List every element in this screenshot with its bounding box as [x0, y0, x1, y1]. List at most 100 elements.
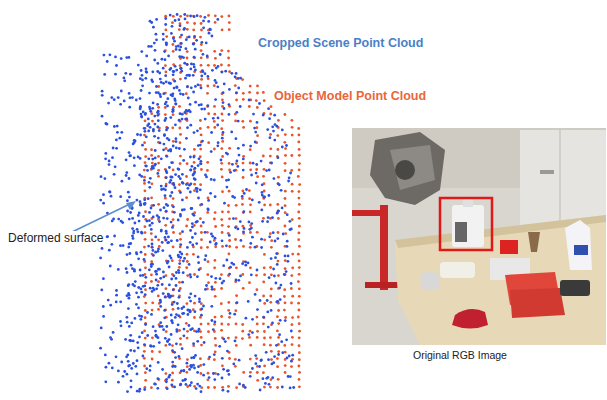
- cloud-point: [284, 259, 287, 262]
- cloud-point: [263, 386, 266, 389]
- cloud-point: [156, 284, 159, 287]
- cloud-point: [151, 301, 154, 304]
- cloud-point: [145, 70, 148, 73]
- cloud-point: [154, 123, 157, 126]
- cloud-point: [249, 246, 252, 249]
- cloud-point: [180, 55, 183, 58]
- cloud-point: [278, 286, 281, 289]
- cloud-point: [206, 85, 209, 88]
- cloud-point: [144, 231, 147, 234]
- cloud-point: [139, 204, 142, 207]
- cloud-point: [207, 386, 210, 389]
- cloud-point: [186, 218, 189, 221]
- cloud-point: [197, 164, 200, 167]
- cloud-point: [183, 328, 186, 331]
- cloud-point: [273, 139, 276, 142]
- cloud-point: [156, 387, 159, 390]
- cloud-point: [171, 161, 174, 164]
- cloud-point: [168, 284, 171, 287]
- cloud-point: [213, 266, 216, 269]
- cloud-point: [172, 288, 175, 291]
- cloud-point: [273, 114, 276, 117]
- cloud-point: [99, 257, 102, 260]
- cloud-point: [207, 141, 210, 144]
- cloud-point: [241, 273, 244, 276]
- cloud-point: [202, 26, 205, 29]
- cloud-point: [144, 210, 147, 213]
- cloud-point: [214, 237, 217, 240]
- cloud-point: [103, 73, 106, 76]
- cloud-point: [99, 347, 102, 350]
- cloud-point: [130, 379, 133, 382]
- cloud-point: [168, 181, 171, 184]
- cloud-point: [170, 239, 173, 242]
- cloud-point: [287, 255, 290, 258]
- cloud-point: [164, 17, 167, 20]
- cloud-point: [175, 328, 178, 331]
- cloud-point: [283, 273, 286, 276]
- cloud-point: [109, 304, 112, 307]
- cloud-point: [280, 340, 283, 343]
- cloud-point: [186, 253, 189, 256]
- cloud-point: [161, 58, 164, 61]
- cloud-point: [178, 262, 181, 265]
- cloud-point: [164, 197, 167, 200]
- cloud-point: [164, 113, 167, 116]
- cloud-point: [214, 344, 217, 347]
- cloud-point: [179, 259, 182, 262]
- cloud-point: [261, 220, 264, 223]
- cloud-point: [129, 334, 132, 337]
- cloud-point: [157, 203, 160, 206]
- cloud-point: [286, 357, 289, 360]
- cloud-point: [126, 321, 129, 324]
- cloud-point: [151, 238, 154, 241]
- cloud-point: [248, 281, 251, 284]
- cloud-point: [194, 69, 197, 72]
- cloud-point: [140, 231, 143, 234]
- cloud-point: [192, 342, 195, 345]
- cloud-point: [208, 32, 211, 35]
- cloud-point: [213, 64, 216, 67]
- cloud-point: [242, 384, 245, 387]
- cloud-point: [283, 141, 286, 144]
- cloud-point: [251, 236, 254, 239]
- cloud-point: [150, 386, 153, 389]
- cloud-point: [143, 169, 146, 172]
- cloud-point: [150, 345, 153, 348]
- cloud-point: [150, 148, 153, 151]
- cloud-point: [214, 281, 217, 284]
- cloud-point: [169, 255, 172, 258]
- cloud-point: [112, 218, 115, 221]
- cloud-point: [162, 328, 165, 331]
- cloud-point: [169, 67, 172, 70]
- cloud-point: [144, 161, 147, 164]
- cloud-point: [179, 238, 182, 241]
- cloud-point: [242, 190, 245, 193]
- cloud-point: [139, 77, 142, 80]
- cloud-point: [101, 115, 104, 118]
- cloud-point: [144, 281, 147, 284]
- cloud-point: [120, 361, 123, 364]
- cloud-point: [290, 365, 293, 368]
- cloud-point: [129, 349, 132, 352]
- cloud-point: [200, 56, 203, 59]
- cloud-point: [256, 288, 259, 291]
- cloud-point: [220, 147, 223, 150]
- cloud-point: [268, 276, 271, 279]
- cloud-point: [145, 367, 148, 370]
- cloud-point: [270, 239, 273, 242]
- cloud-point: [192, 253, 195, 256]
- cloud-point: [249, 211, 252, 214]
- cloud-point: [176, 302, 179, 305]
- cloud-point: [175, 342, 178, 345]
- cloud-point: [156, 62, 159, 65]
- cloud-point: [196, 383, 199, 386]
- cloud-point: [162, 67, 165, 70]
- cloud-point: [220, 323, 223, 326]
- cloud-point: [117, 370, 120, 373]
- cloud-point: [157, 238, 160, 241]
- cloud-point: [236, 165, 239, 168]
- cloud-point: [185, 196, 188, 199]
- cloud-point: [189, 124, 192, 127]
- cloud-point: [163, 143, 166, 146]
